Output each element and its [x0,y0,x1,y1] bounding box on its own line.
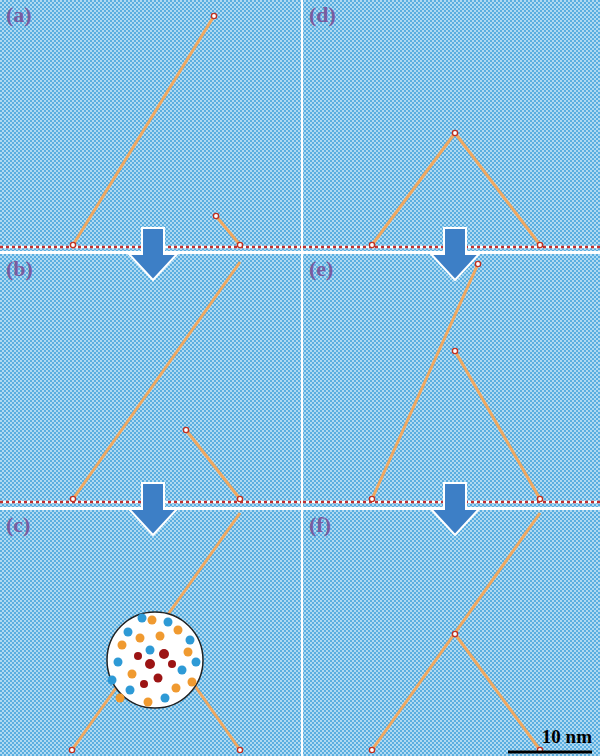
panel-label: (c) [6,512,30,538]
panel-label: (a) [6,2,32,28]
panel-label: (d) [309,2,336,28]
panel-label: (b) [6,256,33,282]
grain-boundary [0,247,600,502]
dislocation-ends [69,13,542,752]
scale-bar [508,751,592,754]
step-arrows [129,228,479,535]
panel-label: (f) [309,512,331,538]
dislocation-lines [72,16,540,750]
scale-label: 10 nm [542,726,592,748]
atom-inset [107,612,203,708]
panel-label: (e) [309,256,333,282]
